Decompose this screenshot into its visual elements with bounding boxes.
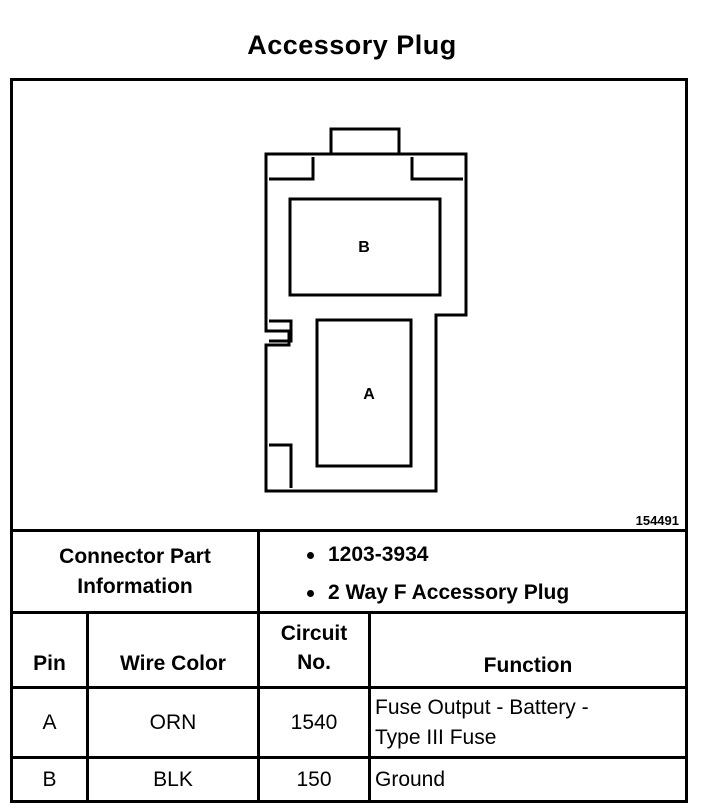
- row-a-function-line2: Type III Fuse: [375, 725, 497, 749]
- connector-face-diagram: B A: [264, 127, 468, 493]
- connector-info-label: Connector Part Information: [59, 544, 211, 598]
- row-a-function-line1: Fuse Output - Battery -: [375, 695, 589, 719]
- row-b-circuit: 150: [296, 768, 332, 791]
- header-circuit-line2: No.: [297, 651, 331, 674]
- pin-column-divider: [86, 611, 89, 800]
- row-a-circuit: 1540: [290, 710, 338, 734]
- figure-number: 154491: [635, 513, 679, 528]
- connector-notch-top-left: [269, 157, 315, 181]
- connector-description: 2 Way F Accessory Plug: [328, 581, 570, 604]
- connector-info-list: 1203-3934 2 Way F Accessory Plug: [301, 536, 569, 612]
- row-b-function: Ground: [375, 768, 446, 791]
- connector-outline: [264, 152, 468, 493]
- bullet-icon: [307, 589, 314, 597]
- row-a-pin: A: [42, 710, 57, 734]
- diagram-divider: [13, 529, 685, 532]
- connector-top-tab: [329, 127, 401, 154]
- row-a-function: Fuse Output - Battery - Type III Fuse: [371, 689, 685, 756]
- cavity-a-label: A: [363, 386, 375, 403]
- connector-chart-frame: B A 154491 Connector Part Information 12…: [10, 78, 688, 803]
- bullet-icon: [307, 551, 314, 559]
- cavity-b-label: B: [358, 239, 370, 256]
- part-number: 1203-3934: [328, 543, 429, 566]
- row-b-wire-color: BLK: [153, 768, 193, 791]
- connector-notch-top-right: [410, 157, 463, 181]
- header-circuit-no: Circuit No.: [260, 618, 368, 678]
- cavity-a: [315, 318, 413, 468]
- header-wire-color: Wire Color: [120, 652, 226, 675]
- connector-notch-bottom-left: [269, 443, 293, 488]
- header-function: Function: [483, 654, 573, 677]
- row-b-pin: B: [42, 768, 57, 791]
- cavity-b: [288, 197, 442, 297]
- connector-info-item: 2 Way F Accessory Plug: [301, 574, 569, 612]
- circuit-column-divider: [368, 611, 371, 800]
- row-a-wire-color: ORN: [149, 710, 197, 734]
- page-title: Accessory Plug: [247, 30, 457, 60]
- header-pin: Pin: [33, 652, 66, 675]
- header-circuit-line1: Circuit: [280, 622, 348, 645]
- connector-info-item: 1203-3934: [301, 536, 569, 574]
- header-divider: [13, 686, 685, 689]
- info-divider: [13, 611, 685, 614]
- wire-column-divider: [257, 611, 260, 800]
- connector-side-key: [269, 319, 293, 343]
- info-column-divider: [257, 529, 260, 614]
- row-divider: [13, 756, 685, 759]
